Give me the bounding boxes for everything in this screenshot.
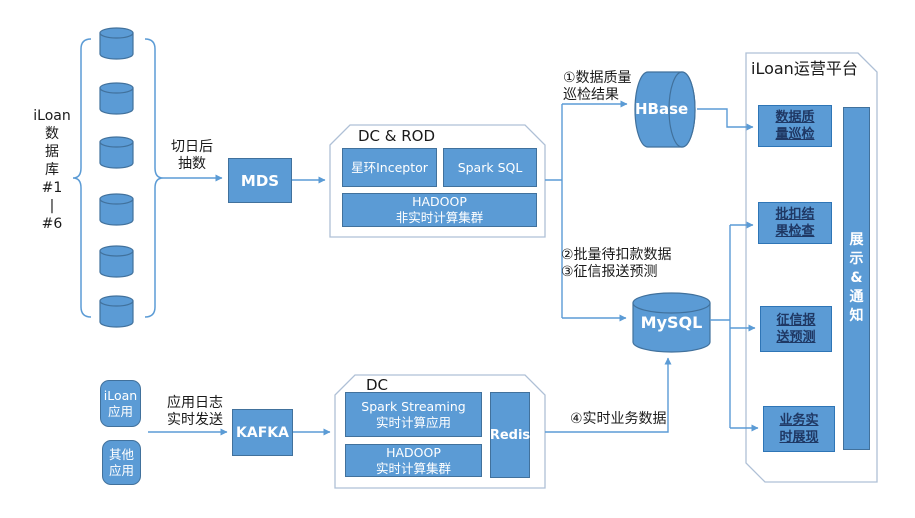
other-app-node: 其他 应用 [102,440,141,485]
left-brace [72,38,92,318]
flow23-label: ②批量待扣款数据 ③征信报送预测 [561,247,672,280]
platform-item-batch-deduction-check: 批扣结 果检查 [758,202,832,244]
db-cylinder-2 [99,82,134,115]
kafka-node: KAFKA [232,409,293,456]
mds-node: MDS [228,158,292,203]
connector-hbase-to-dataquality [697,108,754,131]
db-cylinder-5 [99,245,134,278]
flow4-label: ④实时业务数据 [570,411,667,427]
db-cylinder-6 [99,295,134,328]
iloan-app-node: iLoan 应用 [100,380,141,427]
db-cylinder-3 [99,136,134,169]
db-cylinder-4 [99,193,134,226]
hbase-cylinder [634,71,696,148]
hadoop-batch-node: HADOOP 非实时计算集群 [342,193,537,227]
connector-mysql-bus [710,225,731,428]
flow1-label: ①数据质量 巡检结果 [563,70,632,103]
display-notify-bar: 展 示 & 通 知 [843,107,870,450]
connector-dc-to-mysql [545,357,672,433]
right-brace [144,38,164,318]
dc-title: DC [366,376,389,394]
connector-dcrod-branch [545,104,563,318]
dcrod-title: DC & ROD [358,127,436,145]
spark-streaming-node: Spark Streaming 实时计算应用 [345,392,482,437]
flow-extract-label: 切日后 抽数 [171,139,213,172]
mysql-label: MySQL [640,313,703,332]
redis-node: Redis [490,392,530,478]
hbase-label: HBase [635,100,689,118]
platform-title: iLoan运营平台 [751,59,858,78]
mysql-cylinder [632,292,711,353]
inceptor-node: 星环Inceptor [342,148,437,187]
source-db-label: iLoan 数 据 库 #1 | #6 [33,108,71,232]
platform-item-credit-report: 征信报 送预测 [760,306,832,352]
hadoop-realtime-node: HADOOP 实时计算集群 [345,444,482,477]
spark-sql-node: Spark SQL [443,148,537,187]
platform-item-data-quality: 数据质 量巡检 [758,105,832,147]
platform-item-realtime-business: 业务实 时展现 [763,406,835,452]
db-cylinder-1 [99,27,134,60]
flow-applog-label: 应用日志 实时发送 [167,395,223,428]
